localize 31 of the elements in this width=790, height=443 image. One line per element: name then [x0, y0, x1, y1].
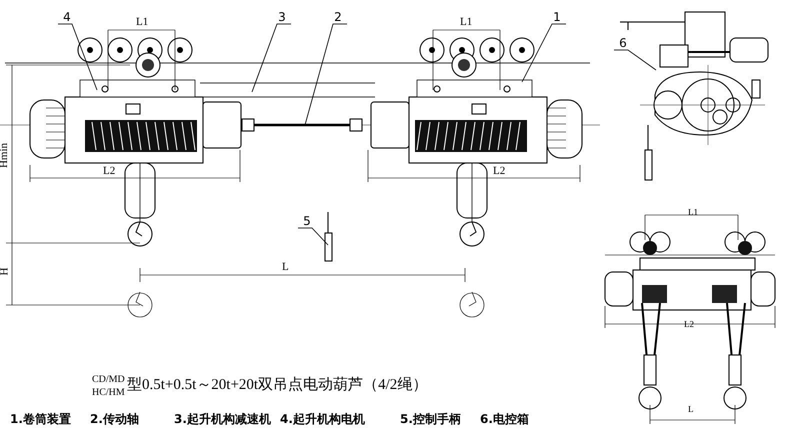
dimension-label: L1 — [460, 17, 472, 28]
caption: 型0.5t+0.5t～20t+20t双吊点电动葫芦（4/2绳） — [127, 378, 428, 393]
parts-list-item: 6.电控箱 — [480, 413, 529, 425]
dimension-label: L2 — [493, 166, 506, 177]
callout-number: 5 — [302, 214, 312, 228]
parts-list-item: 2.传动轴 — [90, 413, 139, 425]
parts-list-item: 1.卷筒装置 — [10, 413, 71, 425]
leader-line — [58, 24, 98, 90]
dimension-label: L1 — [688, 208, 698, 217]
callout-number: 3 — [277, 10, 287, 24]
leader-line — [298, 228, 328, 246]
leader-line — [304, 24, 348, 126]
parts-list-item: 5.控制手柄 — [400, 413, 461, 425]
model-code: CD/MD — [92, 375, 125, 385]
model-code: HC/HM — [92, 388, 125, 398]
callout-number: 1 — [552, 10, 562, 24]
dimension-label: L2 — [103, 166, 116, 177]
dimension-label: H — [0, 268, 10, 276]
dimension-label: L — [282, 262, 289, 273]
callout-number: 4 — [62, 10, 72, 24]
parts-list-item: 3.起升机构减速机 — [174, 413, 271, 425]
callout-number: 2 — [333, 10, 343, 24]
parts-list-item: 4.起升机构电机 — [280, 413, 365, 425]
dimension-label: Hmin — [0, 142, 10, 168]
callout-number: 6 — [618, 36, 628, 50]
leader-line — [614, 50, 656, 70]
dimension-label: L2 — [684, 320, 694, 329]
dimension-label: L — [688, 405, 694, 414]
dimension-label: L1 — [136, 17, 148, 28]
leader-line — [252, 24, 292, 92]
leader-line — [522, 24, 566, 82]
